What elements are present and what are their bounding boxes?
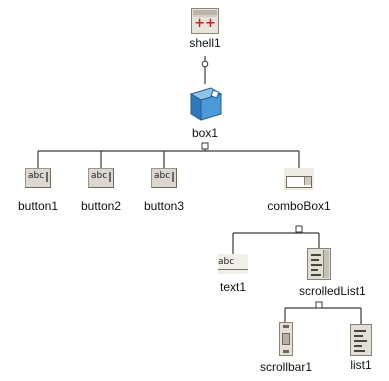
button-icon: abc: [25, 168, 51, 188]
node-label-text1: text1: [219, 280, 246, 294]
expand-handle-scrolledList1: [315, 301, 323, 309]
node-label-list1: list1: [350, 358, 372, 372]
expand-handle-shell1: [201, 60, 209, 68]
node-list1[interactable]: list1: [338, 324, 384, 372]
node-label-scrolledList1: scrolledList1: [299, 284, 366, 298]
scrolled-list-icon: [307, 248, 331, 280]
node-text1[interactable]: abc text1: [208, 254, 258, 294]
shell-glyph: ++: [194, 16, 216, 31]
expand-handle-box1: [201, 142, 209, 150]
list-icon: [350, 324, 372, 356]
button-icon: abc: [88, 168, 114, 188]
scrollbar-icon: [279, 322, 293, 356]
node-shell1[interactable]: ++ shell1: [180, 8, 230, 50]
node-label-scrollbar1: scrollbar1: [259, 360, 313, 374]
node-button3[interactable]: abc button3: [134, 168, 194, 213]
node-button2[interactable]: abc button2: [71, 168, 131, 213]
node-box1[interactable]: box1: [177, 84, 233, 140]
box-icon: [189, 87, 223, 121]
node-label-button2: button2: [80, 199, 122, 213]
shell-icon: ++: [191, 8, 219, 34]
node-scrolledList1[interactable]: scrolledList1: [289, 248, 366, 298]
text-field-icon: abc: [218, 254, 248, 274]
button-icon: abc: [151, 168, 177, 188]
node-label-shell1: shell1: [189, 36, 221, 50]
node-scrollbar1[interactable]: scrollbar1: [258, 322, 314, 374]
node-comboBox1[interactable]: comboBox1: [264, 168, 334, 213]
node-button1[interactable]: abc button1: [8, 168, 68, 213]
node-label-box1: box1: [191, 126, 219, 140]
node-label-button3: button3: [143, 199, 185, 213]
node-label-comboBox1: comboBox1: [267, 199, 331, 213]
combobox-icon: [284, 168, 314, 190]
node-label-button1: button1: [17, 199, 59, 213]
expand-handle-comboBox1: [295, 225, 303, 233]
